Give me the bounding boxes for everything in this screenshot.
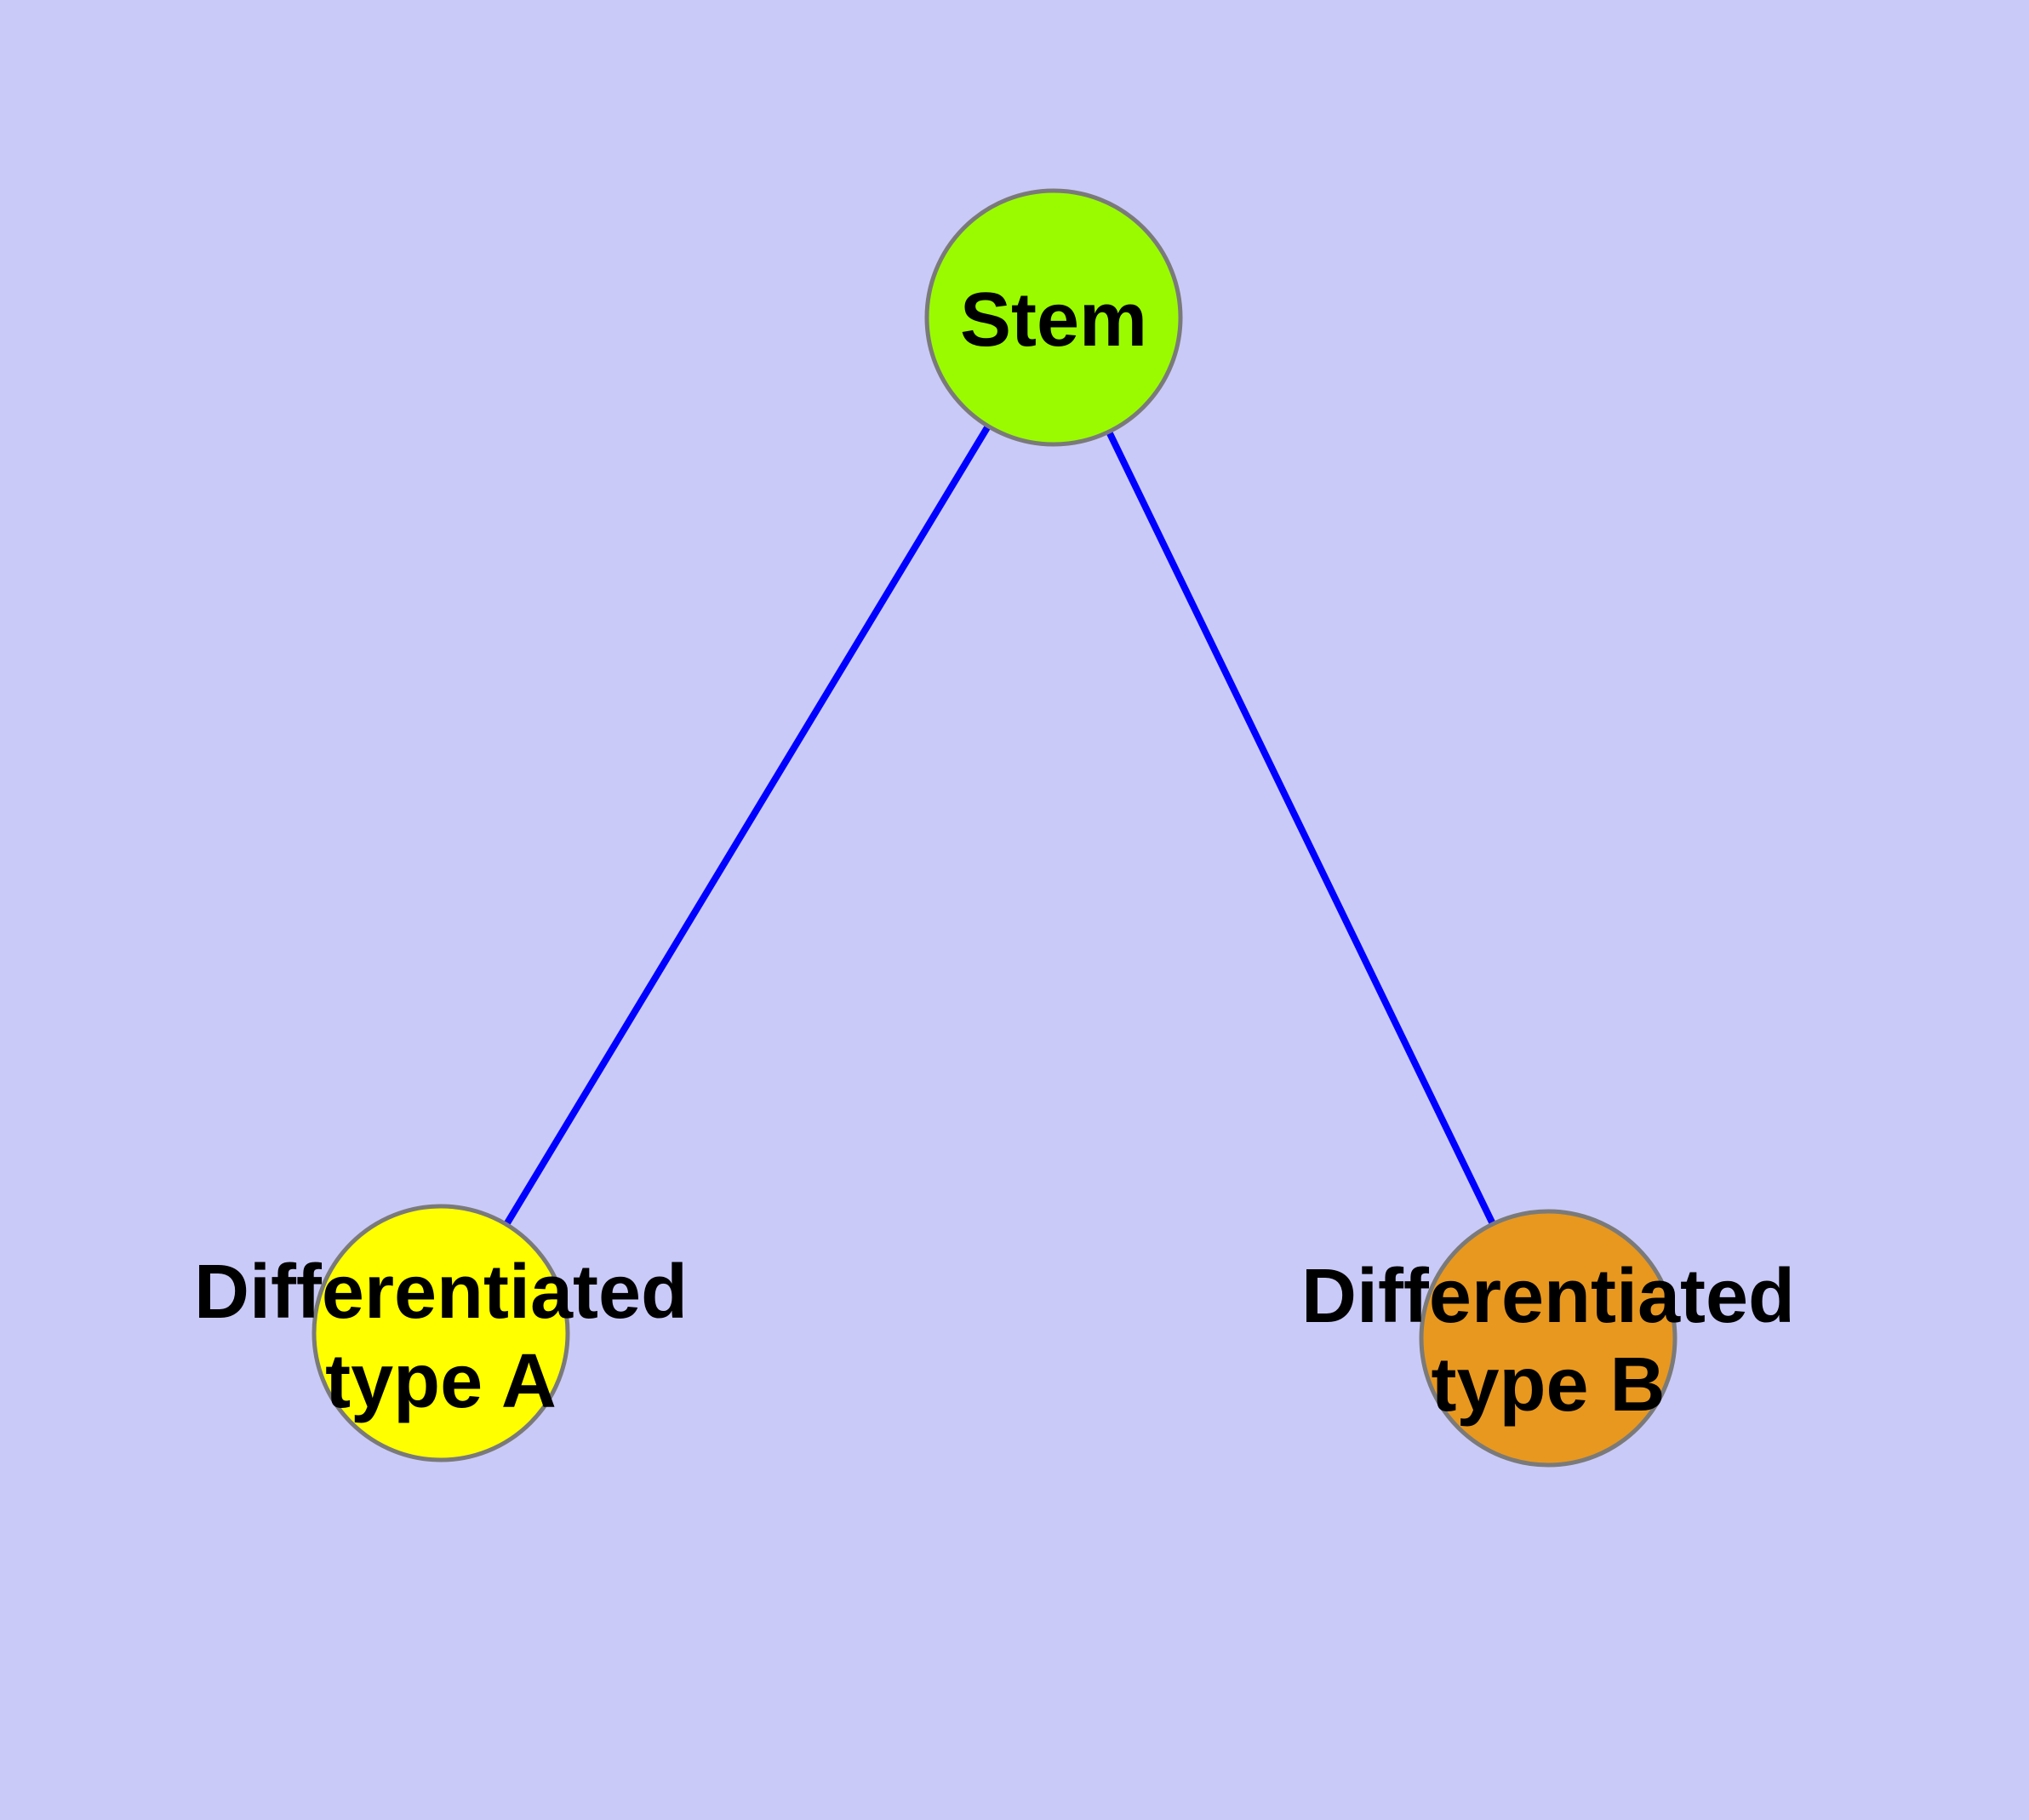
node-stem-label: Stem — [960, 278, 1147, 363]
edge-stem-to-type-a — [437, 315, 1057, 1336]
node-type-a-label-line1: Differentiated — [194, 1250, 688, 1335]
node-differentiated-type-a — [311, 1204, 570, 1462]
node-type-b-label-line1: Differentiated — [1301, 1254, 1795, 1339]
edge-stem-to-type-b — [1050, 316, 1552, 1340]
node-type-a-label-line2: type A — [325, 1339, 557, 1424]
node-stem — [924, 188, 1183, 447]
node-type-b-label-line2: type B — [1431, 1342, 1665, 1428]
node-differentiated-type-b — [1419, 1209, 1677, 1468]
